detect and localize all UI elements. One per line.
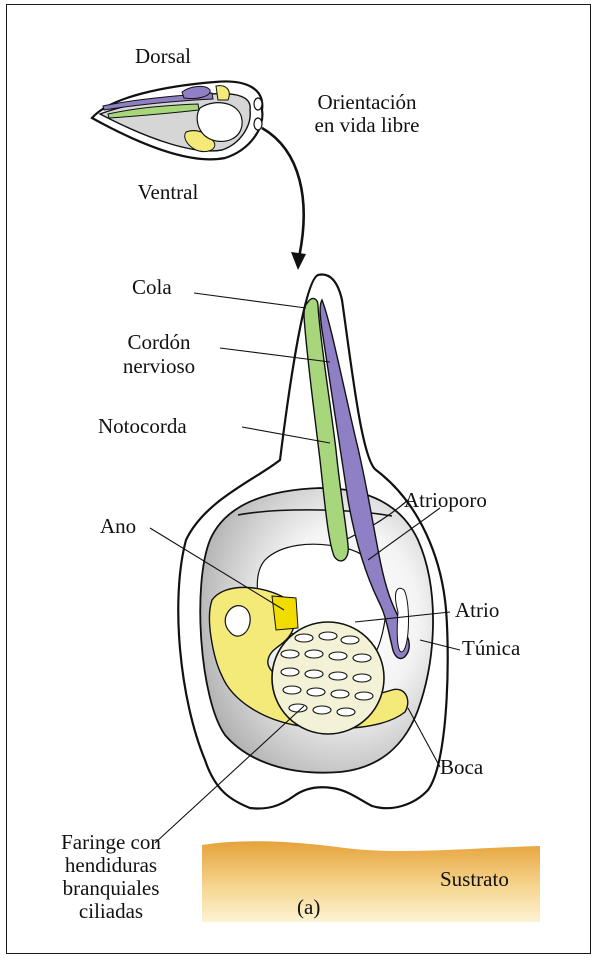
label-free-life-1: Orientación (292, 90, 442, 114)
label-panel: (a) (297, 895, 320, 919)
orientation-arrow (262, 128, 304, 262)
label-ventral: Ventral (118, 180, 218, 204)
label-ano: Ano (100, 514, 136, 538)
label-notocorda: Notocorda (98, 414, 187, 438)
small-larva (92, 81, 262, 159)
label-cola: Cola (132, 275, 172, 299)
large-larva (178, 274, 447, 808)
label-faringe-1: Faringe con (40, 830, 182, 854)
label-free-life-2: en vida libre (292, 113, 442, 137)
label-atrio: Atrio (455, 598, 499, 622)
label-cordon-2: nervioso (100, 354, 218, 378)
label-dorsal: Dorsal (118, 44, 208, 68)
arrow-head-icon (291, 252, 306, 270)
label-boca: Boca (440, 755, 483, 779)
label-cordon-1: Cordón (100, 330, 218, 354)
label-atrioporo: Atrioporo (404, 488, 487, 512)
anus (272, 596, 298, 630)
label-tunica: Túnica (462, 636, 520, 660)
label-faringe-3: branquiales (40, 876, 182, 900)
label-faringe-4: ciliadas (40, 899, 182, 923)
label-faringe-2: hendiduras (40, 853, 182, 877)
label-sustrato: Sustrato (440, 867, 509, 891)
